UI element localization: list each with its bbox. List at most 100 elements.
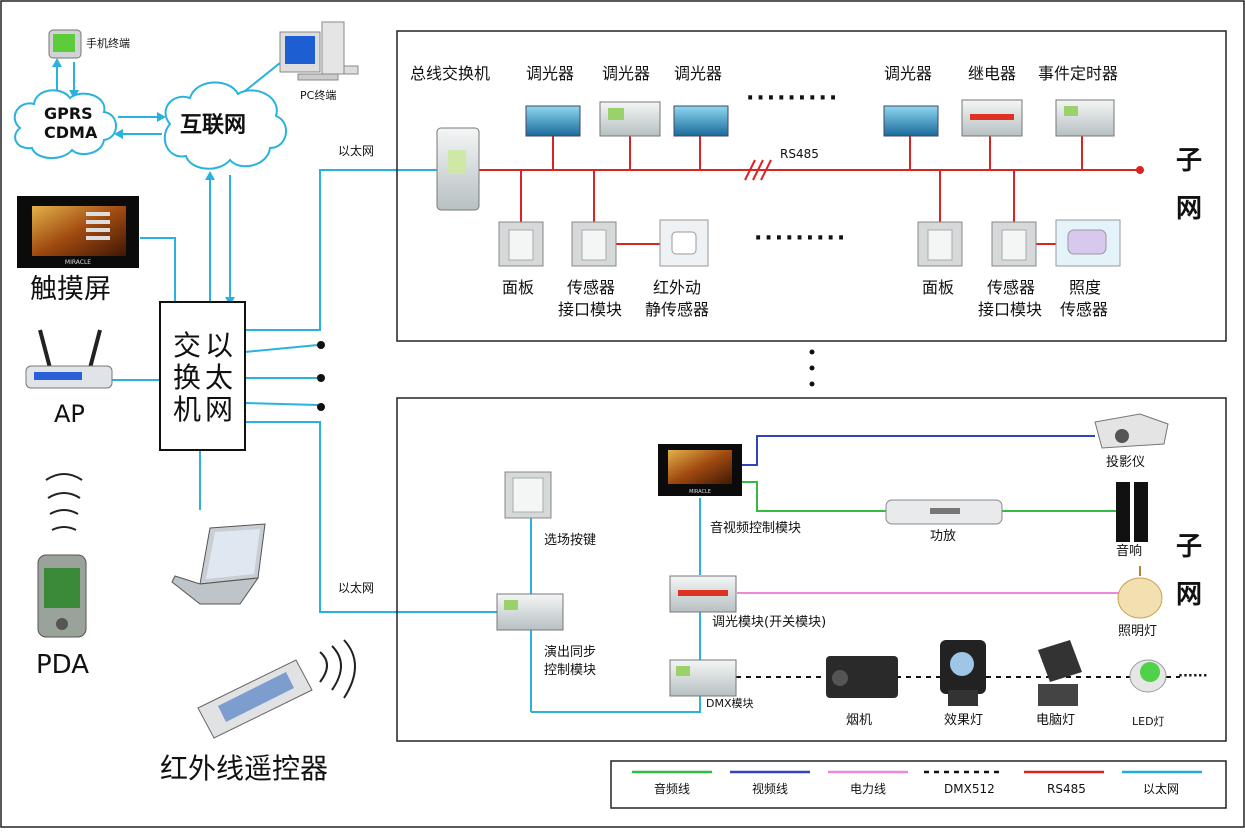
subnet-more-dot-2 xyxy=(809,365,815,371)
label-illum-l1: 照度 xyxy=(1069,278,1102,297)
smoke-machine-device xyxy=(826,656,898,698)
label-smoke: 烟机 xyxy=(846,713,873,728)
touchscreen-brand: MIRACLE xyxy=(65,259,91,266)
ir-motion-sensor-device xyxy=(659,219,709,267)
legend-label-power: 电力线 xyxy=(850,782,887,796)
label-panel-1: 面板 xyxy=(502,278,535,297)
label-sensor-if-1-l1: 传感器 xyxy=(567,278,616,297)
remote-label: 红外线遥控器 xyxy=(160,752,329,785)
show-sync-module-device xyxy=(496,593,564,631)
phone-label: 手机终端 xyxy=(86,37,130,50)
bus-end-node xyxy=(1136,166,1144,174)
switch-char-6: 网 xyxy=(205,393,234,426)
pc-label: PC终端 xyxy=(300,89,337,102)
switch-char-3: 换 xyxy=(173,361,202,394)
label-panel-2: 面板 xyxy=(922,278,955,297)
label-dimmer-1: 调光器 xyxy=(526,64,575,83)
subnet-more-dot-1 xyxy=(809,349,815,355)
label-bus-switch: 总线交换机 xyxy=(410,64,491,83)
label-event-timer: 事件定时器 xyxy=(1038,64,1119,83)
bus-switch-device xyxy=(436,127,480,211)
sensor-interface-1-device xyxy=(571,221,617,267)
label-ir-sensor-l2: 静传感器 xyxy=(645,300,710,319)
internet-cloud-icon xyxy=(163,81,287,170)
label-computer-light: 电脑灯 xyxy=(1036,713,1076,728)
label-projector: 投影仪 xyxy=(1106,455,1146,470)
ir-remote-icon xyxy=(197,639,356,739)
touchscreen-icon: MIRACLE xyxy=(17,196,139,268)
amplifier-device xyxy=(885,499,1003,525)
subnet-more-dot-3 xyxy=(809,381,815,387)
ethernet-links xyxy=(56,54,701,713)
mobile-phone-icon xyxy=(48,29,82,59)
label-dimmer-module: 调光模块(开关模块) xyxy=(712,615,827,630)
illuminance-sensor-device xyxy=(1055,219,1121,267)
label-show-sync-l2: 控制模块 xyxy=(544,663,597,678)
label-speaker: 音响 xyxy=(1116,544,1143,559)
subnet1-ellipsis-top: ········· xyxy=(746,86,840,111)
panel-2-device xyxy=(917,221,963,267)
subnet2-box xyxy=(396,397,1227,742)
dimmer-1-device xyxy=(525,105,581,137)
legend-label-ethernet: 以太网 xyxy=(1143,782,1180,796)
dimmer-4-device xyxy=(883,105,939,137)
switch-char-2: 以 xyxy=(205,329,234,362)
video-line xyxy=(742,435,1095,466)
legend-label-dmx: DMX512 xyxy=(944,782,995,796)
ap-router-icon xyxy=(25,329,113,389)
av-touch-brand: MIRACLE xyxy=(689,489,711,495)
pda-label: PDA xyxy=(36,650,90,680)
dmx-module-device xyxy=(669,659,737,697)
label-dimmer-3: 调光器 xyxy=(674,64,723,83)
lighting-lamp-device xyxy=(1117,566,1163,619)
label-av-module: 音视频控制模块 xyxy=(710,521,802,536)
more-dot-1 xyxy=(317,341,325,349)
label-led-light: LED灯 xyxy=(1132,715,1165,728)
rs485-label: RS485 xyxy=(780,147,819,161)
label-scene-key: 选场按键 xyxy=(544,533,597,548)
effect-light-device xyxy=(940,640,986,706)
label-dimmer-2: 调光器 xyxy=(602,64,651,83)
speaker-device xyxy=(1116,482,1148,542)
touchscreen-label: 触摸屏 xyxy=(30,274,111,305)
legend-label-rs485: RS485 xyxy=(1047,782,1086,796)
dimmer-2-device xyxy=(599,101,661,137)
laptop-icon xyxy=(171,523,266,605)
av-touchscreen-device: MIRACLE xyxy=(658,444,742,496)
label-relay: 继电器 xyxy=(968,64,1017,83)
switch-char-5: 机 xyxy=(173,393,202,426)
label-sensor-if-2-l1: 传感器 xyxy=(987,278,1036,297)
pc-icon xyxy=(279,21,359,81)
dimmer-module-device xyxy=(669,575,737,613)
projector-device xyxy=(1094,413,1169,449)
label-illum-l2: 传感器 xyxy=(1060,300,1109,319)
legend-label-audio: 音频线 xyxy=(654,782,691,796)
ethernet-label-2: 以太网 xyxy=(338,581,375,595)
event-timer-device xyxy=(1055,99,1115,137)
subnet1-char-1: 子 xyxy=(1176,146,1203,176)
label-effect-light: 效果灯 xyxy=(944,713,984,728)
scene-key-device xyxy=(504,471,552,519)
ethernet-switch-box xyxy=(159,301,246,451)
audio-line-1 xyxy=(742,481,888,512)
label-sensor-if-2-l2: 接口模块 xyxy=(978,300,1043,319)
rs485-bus xyxy=(470,136,1140,245)
gprs-label: GPRS xyxy=(44,104,93,123)
gprs-cloud-icon xyxy=(13,89,117,159)
label-ir-sensor-l1: 红外动 xyxy=(653,278,702,297)
sensor-interface-2-device xyxy=(991,221,1037,267)
cdma-label: CDMA xyxy=(44,123,98,142)
label-show-sync-l1: 演出同步 xyxy=(544,645,597,660)
label-amplifier: 功放 xyxy=(930,529,957,544)
computer-light-device xyxy=(1038,640,1082,706)
led-light-device xyxy=(1129,659,1167,693)
subnet2-char-2: 网 xyxy=(1176,580,1203,610)
label-lighting: 照明灯 xyxy=(1118,624,1158,639)
more-dot-3 xyxy=(317,403,325,411)
subnet1-char-2: 网 xyxy=(1176,194,1203,224)
ap-label: AP xyxy=(54,400,85,428)
relay-device xyxy=(961,99,1023,137)
ethernet-label-1: 以太网 xyxy=(338,144,375,158)
